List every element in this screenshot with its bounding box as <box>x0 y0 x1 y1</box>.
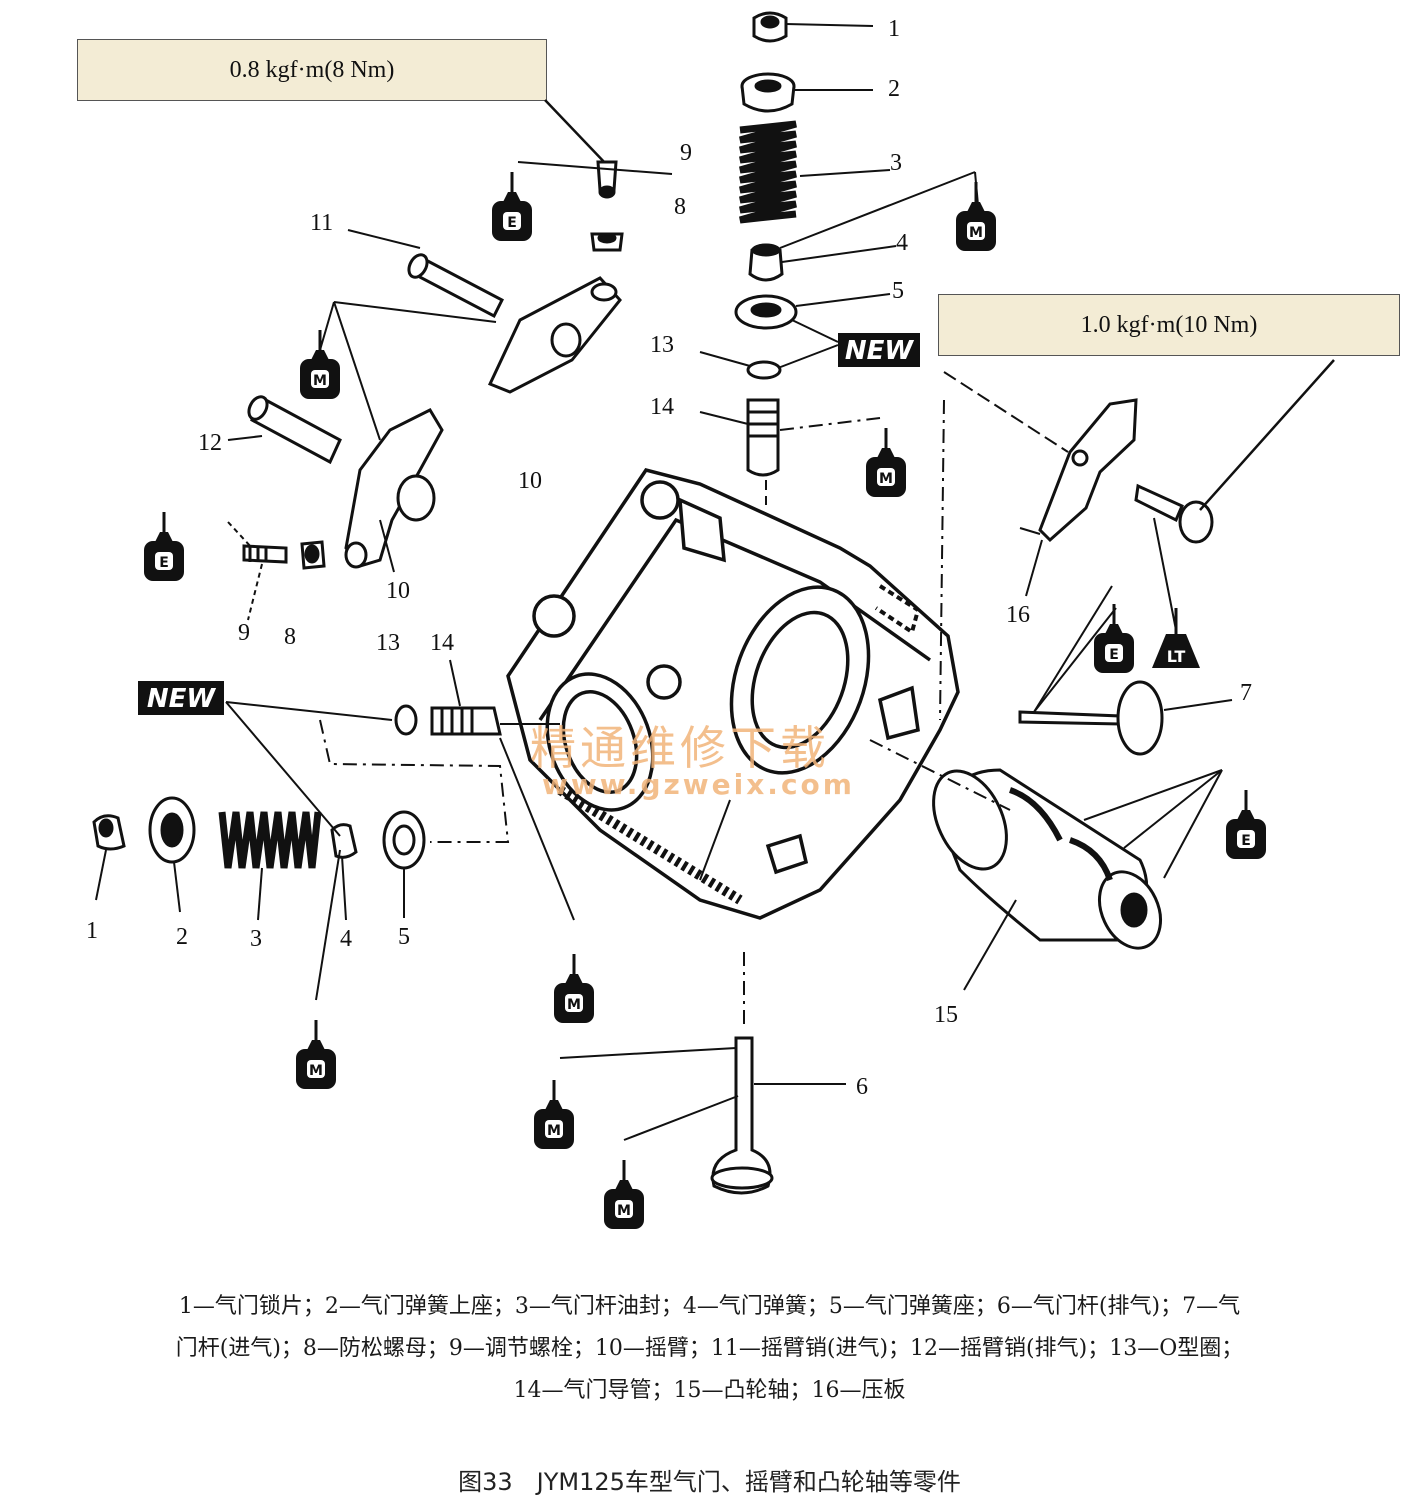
lube-letter: M <box>547 1123 561 1139</box>
lube-letter: M <box>969 225 983 241</box>
callout-13: 13 <box>650 332 674 358</box>
callout-1: 1 <box>888 16 900 42</box>
torque-spec-left: 0.8 kgf·m(8 Nm) <box>77 39 547 101</box>
new-badge-left: NEW <box>138 681 224 715</box>
valve-spring-left <box>218 811 322 921</box>
watermark-url: www.gzweix.com <box>542 768 855 801</box>
callout-16: 16 <box>1006 602 1030 628</box>
callout-5-left: 5 <box>398 924 410 950</box>
torque-spec-right: 1.0 kgf·m(10 Nm) <box>938 294 1400 356</box>
lube-e-icon: E <box>1092 602 1136 675</box>
lube-e-icon: E <box>142 510 186 583</box>
spring-retainer-left <box>148 796 196 913</box>
lube-e-icon: E <box>490 170 534 243</box>
lube-m-icon: M <box>864 426 908 499</box>
torque-spec-right-text: 1.0 kgf·m(10 Nm) <box>1080 311 1258 338</box>
exploded-view: E M M M E E LT E M M M M NEW NEW 1 2 3 4 <box>86 11 1335 1231</box>
lube-letter: E <box>507 215 517 231</box>
lube-m-icon: M <box>298 328 342 401</box>
callout-14: 14 <box>650 394 674 420</box>
callout-numbers: 1 2 3 4 5 13 14 9 8 11 12 10 10 9 8 13 1… <box>86 16 1252 1100</box>
spring-seat-top <box>734 293 891 330</box>
callout-11: 11 <box>310 210 333 236</box>
o-ring-top <box>699 351 782 380</box>
lube-letter: E <box>1109 647 1119 663</box>
callout-13-left: 13 <box>376 630 400 656</box>
lube-m-icon: M <box>552 952 596 1025</box>
stem-seal-top <box>748 243 897 282</box>
lube-m-icon: M <box>532 1078 576 1151</box>
watermark-cn: 精通维修下载 <box>530 721 830 775</box>
top-valve-stack <box>699 11 979 505</box>
retainer-plate <box>1019 398 1138 597</box>
callout-2: 2 <box>888 76 900 102</box>
lube-letter: M <box>567 997 581 1013</box>
callout-8-left: 8 <box>284 624 296 650</box>
lube-letter: M <box>313 373 327 389</box>
left-valve-stack <box>92 659 575 1001</box>
right-parts <box>869 359 1335 991</box>
rocker-arm-upper <box>487 276 622 394</box>
cylinder-head <box>506 467 960 920</box>
callout-3: 3 <box>890 150 902 176</box>
callout-8: 8 <box>674 194 686 220</box>
callout-1-left: 1 <box>86 918 98 944</box>
callout-5: 5 <box>892 278 904 304</box>
callout-3-left: 3 <box>250 926 262 952</box>
rocker-arm-lower <box>344 408 444 569</box>
lube-m-icon: M <box>954 180 998 253</box>
lock-nut-left <box>300 540 326 570</box>
callout-9: 9 <box>680 140 692 166</box>
caption-line-3: 14—气门导管；15—凸轮轴；16—压板 <box>513 1378 906 1403</box>
rocker-pin-exhaust <box>227 395 342 465</box>
lube-letter: E <box>1241 833 1251 849</box>
exhaust-valve <box>559 952 846 1195</box>
lube-letter: M <box>879 471 893 487</box>
valve-guide-top <box>699 398 881 477</box>
valve-spring-top <box>739 120 891 224</box>
rocker-pin-intake <box>347 229 504 319</box>
adjust-screw-left <box>227 521 288 621</box>
caption-line-1: 1—气门锁片；2—气门弹簧上座；3—气门杆油封；4—气门弹簧；5—气门弹簧座；6… <box>178 1294 1241 1319</box>
callout-6: 6 <box>856 1074 868 1100</box>
svg-text:NEW: NEW <box>845 336 915 366</box>
rocker-group <box>227 99 673 621</box>
lube-m-icon: M <box>602 1158 646 1231</box>
figure-title: 图33 JYM125车型气门、摇臂和凸轮轴等零件 <box>458 1468 961 1496</box>
callout-12: 12 <box>198 430 222 456</box>
o-ring-left <box>394 704 418 736</box>
callout-10-lower: 10 <box>386 578 410 604</box>
lube-letter: E <box>159 555 169 571</box>
lube-lt-icon: LT <box>1152 608 1200 668</box>
camshaft <box>932 768 1223 991</box>
callout-14-left: 14 <box>430 630 454 656</box>
valve-cotter-left <box>92 814 126 901</box>
lube-letter: M <box>617 1203 631 1219</box>
callout-10: 10 <box>518 468 542 494</box>
callout-15: 15 <box>934 1002 958 1028</box>
callout-7: 7 <box>1240 680 1252 706</box>
lock-nut-top <box>590 232 624 252</box>
spring-seat-left <box>382 810 426 918</box>
svg-text:NEW: NEW <box>147 684 217 714</box>
callout-9-left: 9 <box>238 620 250 646</box>
torque-spec-left-text: 0.8 kgf·m(8 Nm) <box>229 56 395 83</box>
callout-4-left: 4 <box>340 926 352 952</box>
plate-bolt <box>1134 359 1335 631</box>
lube-e-icon: E <box>1224 788 1268 861</box>
callout-4: 4 <box>896 230 908 256</box>
callout-2-left: 2 <box>176 924 188 950</box>
adjust-screw-top <box>517 160 673 199</box>
spring-retainer-top <box>740 72 873 113</box>
lube-m-icon: M <box>294 1018 338 1091</box>
valve-guide-left <box>430 659 560 736</box>
intake-valve <box>1018 585 1233 756</box>
new-badge-top: NEW <box>838 333 920 367</box>
caption-line-2: 门杆(进气)；8—防松螺母；9—调节螺栓；10—摇臂；11—摇臂销(进气)；12… <box>175 1336 1244 1361</box>
svg-text:LT: LT <box>1167 647 1186 666</box>
valve-cotter-top <box>752 11 874 43</box>
lube-letter: M <box>309 1063 323 1079</box>
